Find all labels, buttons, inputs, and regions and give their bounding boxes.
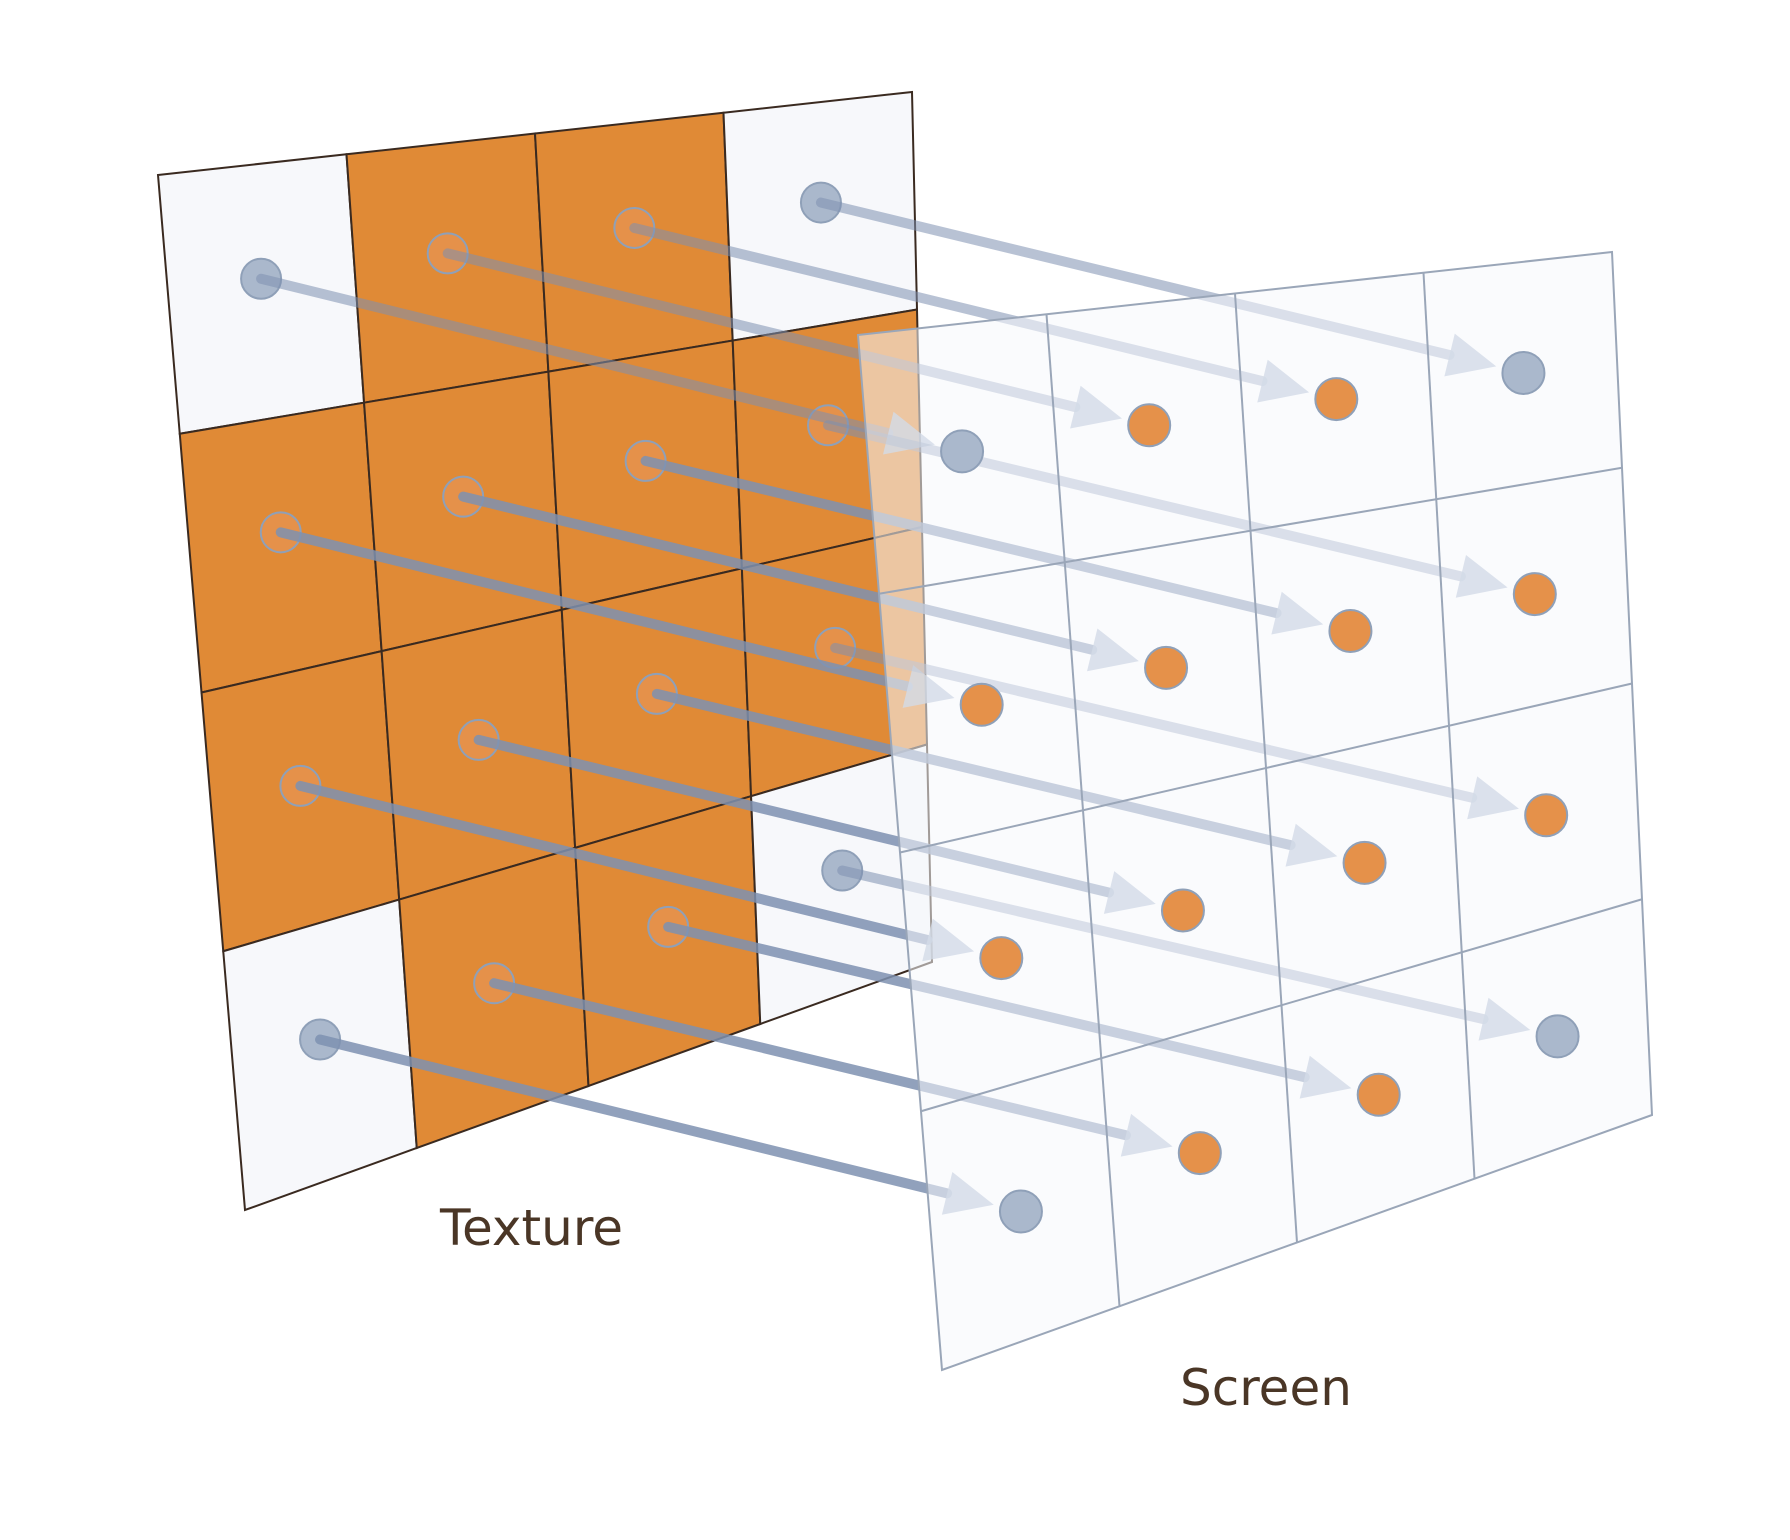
screen-sample-dot: [1535, 1014, 1580, 1059]
screen-grid-line: [920, 898, 1643, 1113]
screen-background: [856, 250, 1654, 1372]
screen-sample-dot: [1144, 645, 1189, 690]
texture-label: Texture: [439, 1199, 623, 1257]
mapping-arrow: [275, 527, 913, 692]
screen-label: Screen: [1180, 1359, 1352, 1417]
screen-sample-dot: [979, 936, 1024, 981]
screen-sample-dot: [1127, 403, 1172, 448]
screen-sample-dot: [1342, 840, 1387, 885]
texture-plane: [156, 90, 934, 1212]
screen-sample-dot: [1328, 608, 1373, 653]
screen-samples: [940, 350, 1580, 1234]
screen-sample-dot: [1501, 350, 1546, 395]
screen-sample-dot: [959, 682, 1004, 727]
screen-sample-dot: [1356, 1072, 1401, 1117]
screen-sample-dot: [998, 1189, 1043, 1234]
screen-sample-dot: [1512, 572, 1557, 617]
screen-sample-dot: [1160, 888, 1205, 933]
screen-sample-dot: [1314, 377, 1359, 422]
screen-sample-dot: [1177, 1131, 1222, 1176]
screen-grid-line: [1422, 272, 1476, 1179]
screen-plane: [856, 250, 1654, 1372]
screen-sample-dot: [1524, 793, 1569, 838]
screen-grid-line: [899, 682, 1633, 854]
mapping-arrow: [295, 780, 933, 945]
mapping-arrow: [256, 273, 894, 439]
screen-sample-dot: [940, 429, 985, 474]
mapping-arrow: [315, 1034, 953, 1199]
